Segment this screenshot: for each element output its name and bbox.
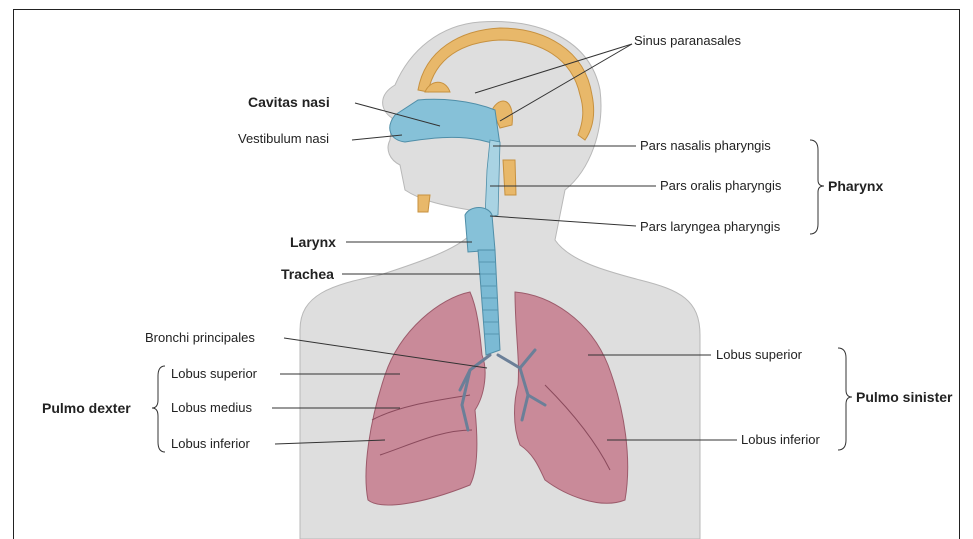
label-larynx: Larynx	[290, 234, 336, 250]
label-lobus-inferior-right: Lobus inferior	[171, 436, 250, 452]
hyoid-bone	[418, 195, 430, 212]
label-lobus-superior-right: Lobus superior	[171, 366, 257, 382]
larynx-shape	[465, 208, 495, 253]
label-lobus-inferior-left: Lobus inferior	[741, 432, 820, 448]
cervical-bone	[503, 160, 516, 195]
label-lobus-medius: Lobus medius	[171, 400, 252, 416]
label-pulmo-dexter: Pulmo dexter	[42, 400, 131, 416]
label-trachea: Trachea	[281, 266, 334, 282]
label-pulmo-sinister: Pulmo sinister	[856, 389, 952, 405]
label-vestibulum-nasi: Vestibulum nasi	[238, 131, 329, 147]
label-pharynx: Pharynx	[828, 178, 883, 194]
label-lobus-superior-left: Lobus superior	[716, 347, 802, 363]
label-cavitas-nasi: Cavitas nasi	[248, 94, 330, 110]
label-pars-nasalis: Pars nasalis pharyngis	[640, 138, 771, 154]
label-pars-oralis: Pars oralis pharyngis	[660, 178, 781, 194]
label-sinus-paranasales: Sinus paranasales	[634, 33, 741, 49]
label-bronchi-principales: Bronchi principales	[145, 330, 255, 346]
label-pars-laryngea: Pars laryngea pharyngis	[640, 219, 780, 235]
body-silhouette	[300, 22, 700, 539]
